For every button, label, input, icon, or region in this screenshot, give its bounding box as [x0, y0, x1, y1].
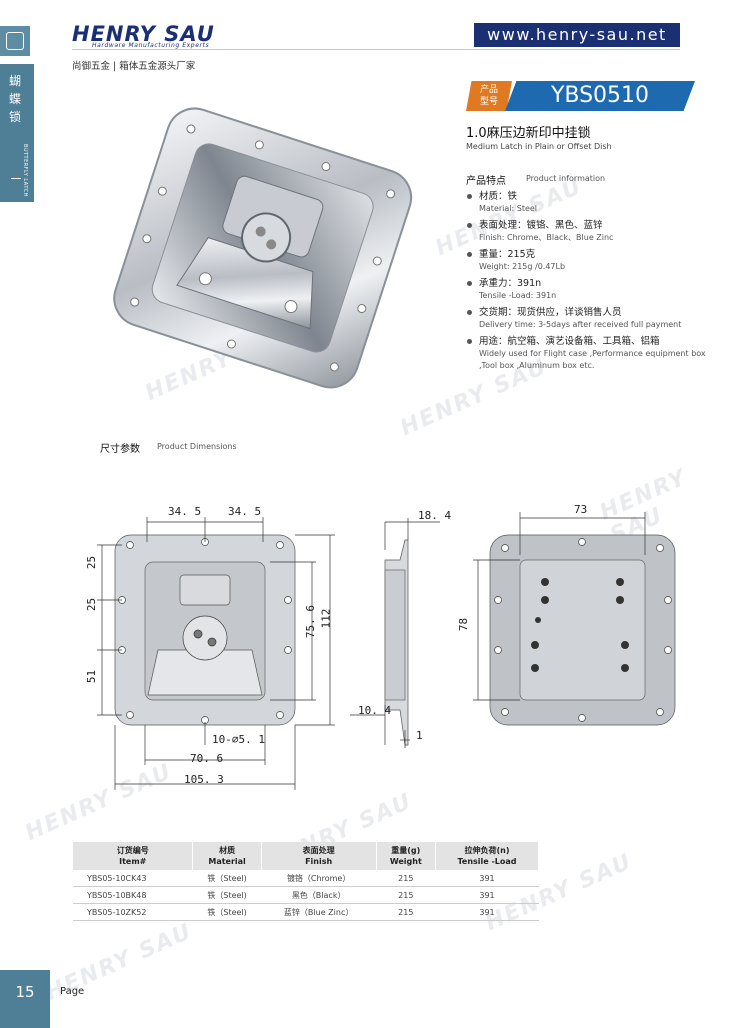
table-header-cell: 重量(g)Weight [376, 842, 437, 870]
dim-label: 70. 6 [190, 752, 224, 765]
dim-label: 105. 3 [184, 773, 224, 786]
table-row: YBS05-10ZK52 铁（Steel) 蓝锌（Blue Zinc） 215 … [73, 903, 539, 921]
table-cell: 铁（Steel) [192, 870, 262, 887]
table-cell: 391 [435, 886, 539, 904]
category-label-en: BUTTERFLY LATCH [22, 144, 28, 197]
website-link[interactable]: www.henry-sau.net [474, 23, 680, 47]
table-cell: 铁（Steel) [192, 903, 262, 921]
feature-en: Weight: 215g /0.47Lb [479, 262, 566, 271]
dim-label: 34. 5 [168, 505, 202, 518]
table-cell: 镀铬（Chrome） [261, 870, 377, 887]
bullet-icon [467, 310, 472, 315]
info-heading-cn: 产品特点 [466, 176, 506, 187]
model-label-line1: 产品 [479, 85, 498, 95]
dim-label: 112 [319, 608, 333, 629]
page-label: Page [60, 986, 85, 997]
feature-list: 材质：铁 Material: Steel 表面处理：镀铬、黑色、蓝锌 Finish:… [466, 190, 706, 376]
bullet-icon [467, 252, 472, 257]
dim-label: 75. 6 [304, 604, 318, 639]
feature-item: 交货期：现货供应，详谈销售人员 Delivery time: 3-5days af… [466, 306, 706, 331]
product-title-en: Medium Latch in Plain or Offset Dish [466, 142, 612, 151]
catalog-icon [0, 26, 30, 56]
table-cell: 蓝锌（Blue Zinc） [261, 903, 377, 921]
table-header-cell: 拉伸负荷(n)Tensile -Load [435, 842, 539, 870]
feature-cn: 重量：215克 [479, 249, 536, 260]
dim-label: 25 [85, 555, 99, 570]
model-number: YBS0510 [505, 81, 695, 111]
bullet-icon [467, 194, 472, 199]
bullet-icon [467, 223, 472, 228]
dim-label: 34. 5 [228, 505, 262, 518]
bullet-icon [467, 281, 472, 286]
dim-label: 10. 4 [358, 704, 392, 717]
table-cell: YBS05-10CK43 [73, 870, 193, 887]
product-title-cn: 1.0麻压边新印中挂锁 [466, 126, 591, 141]
dimension-drawing [97, 512, 676, 790]
dim-label: 18. 4 [418, 509, 452, 522]
dimensions-heading-cn: 尺寸参数 [100, 444, 140, 455]
feature-en: Material: Steel [479, 204, 538, 213]
feature-en: Finish: Chrome、Black、Blue Zinc [479, 233, 614, 242]
feature-cn: 表面处理：镀铬、黑色、蓝锌 [479, 220, 603, 231]
bullet-icon [467, 339, 472, 344]
info-heading-en: Product information [526, 174, 606, 183]
table-cell: 黑色（Black） [261, 886, 377, 904]
page-number: 15 [0, 970, 50, 1028]
feature-cn: 承重力：391n [479, 278, 542, 289]
feature-en: Delivery time: 3-5days after received fu… [479, 320, 682, 329]
feature-en: Widely used for Flight case ,Performance… [479, 349, 706, 370]
table-cell: 215 [376, 903, 436, 921]
brand-logo: HENRY SAU [72, 22, 215, 46]
product-photo [113, 107, 413, 389]
category-divider [11, 178, 21, 179]
feature-cn: 交货期：现货供应，详谈销售人员 [479, 307, 622, 318]
company-tagline: 尚御五金 | 箱体五金源头厂家 [72, 61, 196, 72]
header-divider [72, 49, 680, 50]
feature-item: 用途：航空箱、演艺设备箱、工具箱、铝箱 Widely used for Fligh… [466, 335, 706, 372]
model-label-badge: 产品 型号 [466, 81, 512, 111]
feature-item: 材质：铁 Material: Steel [466, 190, 706, 215]
dim-label: 78 [457, 617, 471, 632]
feature-item: 重量：215克 Weight: 215g /0.47Lb [466, 248, 706, 273]
feature-cn: 用途：航空箱、演艺设备箱、工具箱、铝箱 [479, 336, 660, 347]
table-cell: 391 [435, 870, 539, 887]
dim-label: 1 [416, 729, 423, 742]
table-row: YBS05-10BK48 铁（Steel) 黑色（Black） 215 391 [73, 886, 539, 904]
feature-en: Tensile -Load: 391n [479, 291, 557, 300]
dim-label: 73 [574, 503, 588, 516]
category-tab[interactable]: 蝴蝶锁 BUTTERFLY LATCH [0, 64, 34, 202]
table-cell: YBS05-10BK48 [73, 886, 193, 904]
model-label-line2: 型号 [479, 97, 498, 107]
table-cell: 铁（Steel) [192, 886, 262, 904]
table-cell: 391 [435, 903, 539, 921]
table-cell: YBS05-10ZK52 [73, 903, 193, 921]
dim-label: 25 [85, 597, 99, 612]
table-row: YBS05-10CK43 铁（Steel) 镀铬（Chrome） 215 391 [73, 870, 539, 887]
category-label-cn: 蝴蝶锁 [9, 74, 22, 124]
dimensions-heading-en: Product Dimensions [157, 442, 237, 451]
feature-cn: 材质：铁 [479, 191, 518, 202]
dim-label: 51 [85, 669, 99, 684]
dim-label: 10-∅5. 1 [212, 733, 265, 746]
table-cell: 215 [376, 870, 436, 887]
table-cell: 215 [376, 886, 436, 904]
feature-item: 表面处理：镀铬、黑色、蓝锌 Finish: Chrome、Black、Blue Z… [466, 219, 706, 244]
brand-logo-subtitle: Hardware Manufacturing Experts [92, 42, 210, 49]
